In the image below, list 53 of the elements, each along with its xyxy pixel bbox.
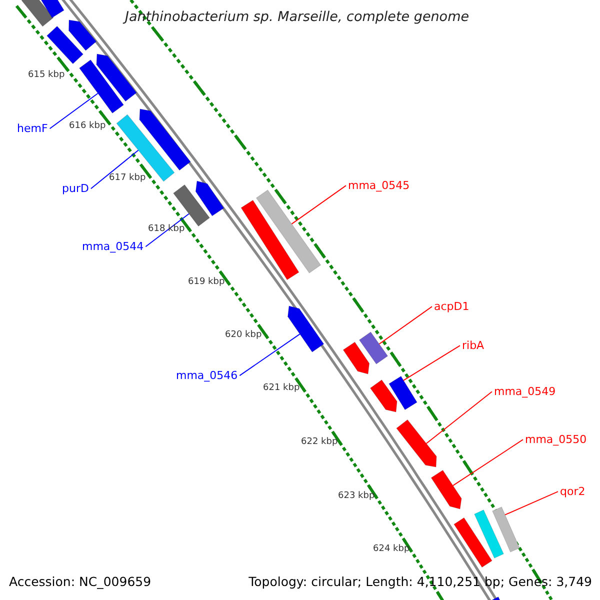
leader-line <box>291 185 346 224</box>
gene-label: mma_0545 <box>348 179 410 192</box>
gene-segment <box>96 54 137 102</box>
gene-label: mma_0546 <box>176 369 238 382</box>
gene-segment <box>492 506 520 552</box>
gene-segment <box>139 108 191 171</box>
tick-label: 621 kbp <box>263 383 300 394</box>
gene-segment <box>287 306 324 352</box>
gene-segment <box>40 0 64 18</box>
leader-line <box>378 306 432 344</box>
tick-label: 622 kbp <box>301 437 338 448</box>
gene-segment <box>195 180 224 216</box>
leader-line <box>452 439 524 486</box>
tick-label: 620 kbp <box>225 330 262 341</box>
gene-segment <box>474 510 504 558</box>
tick-label: 619 kbp <box>188 277 225 288</box>
gene-label: hemF <box>17 122 48 136</box>
tick-label: 618 kbp <box>148 224 185 235</box>
topology-text: Topology: circular; Length: 4,110,251 bp; Genes: 3,749 <box>248 574 592 589</box>
genome-title: Janthinobacterium sp. Marseille, complete genome <box>125 9 470 26</box>
accession-text: Accession: NC_009659 <box>9 574 152 589</box>
gene-segment <box>358 332 388 364</box>
gene-label: acpD1 <box>434 300 470 314</box>
gene-segment <box>454 517 492 568</box>
gene-segment <box>21 0 54 27</box>
gene-label: mma_0549 <box>494 385 556 398</box>
leader-line <box>49 92 98 130</box>
gene-segment <box>370 379 398 412</box>
tick-label: 616 kbp <box>69 121 106 132</box>
gene-segment <box>430 470 462 510</box>
tick-label: 617 kbp <box>109 173 146 184</box>
tick-label: 623 kbp <box>338 491 375 502</box>
gene-segment <box>342 342 370 374</box>
gene-label: purD <box>62 182 89 196</box>
leader-line <box>145 213 190 248</box>
leader-line <box>402 345 460 381</box>
gene-segment <box>240 200 300 280</box>
gene-label: mma_0550 <box>525 433 587 446</box>
tick-label: 615 kbp <box>28 70 65 81</box>
tick-label: 624 kbp <box>373 544 410 555</box>
leader-line <box>504 491 558 516</box>
leader-line <box>239 334 300 376</box>
leader-line <box>90 150 139 190</box>
gene-segment <box>46 26 84 64</box>
gene-segment <box>68 20 97 51</box>
gene-label: qor2 <box>560 485 586 498</box>
gene-segment <box>396 419 437 468</box>
gene-segment <box>78 59 124 114</box>
gene-label: ribA <box>462 339 484 352</box>
leader-line <box>426 391 492 444</box>
gene-segment <box>256 190 322 274</box>
gene-label: mma_0544 <box>82 240 144 254</box>
gene-segment <box>388 376 418 410</box>
